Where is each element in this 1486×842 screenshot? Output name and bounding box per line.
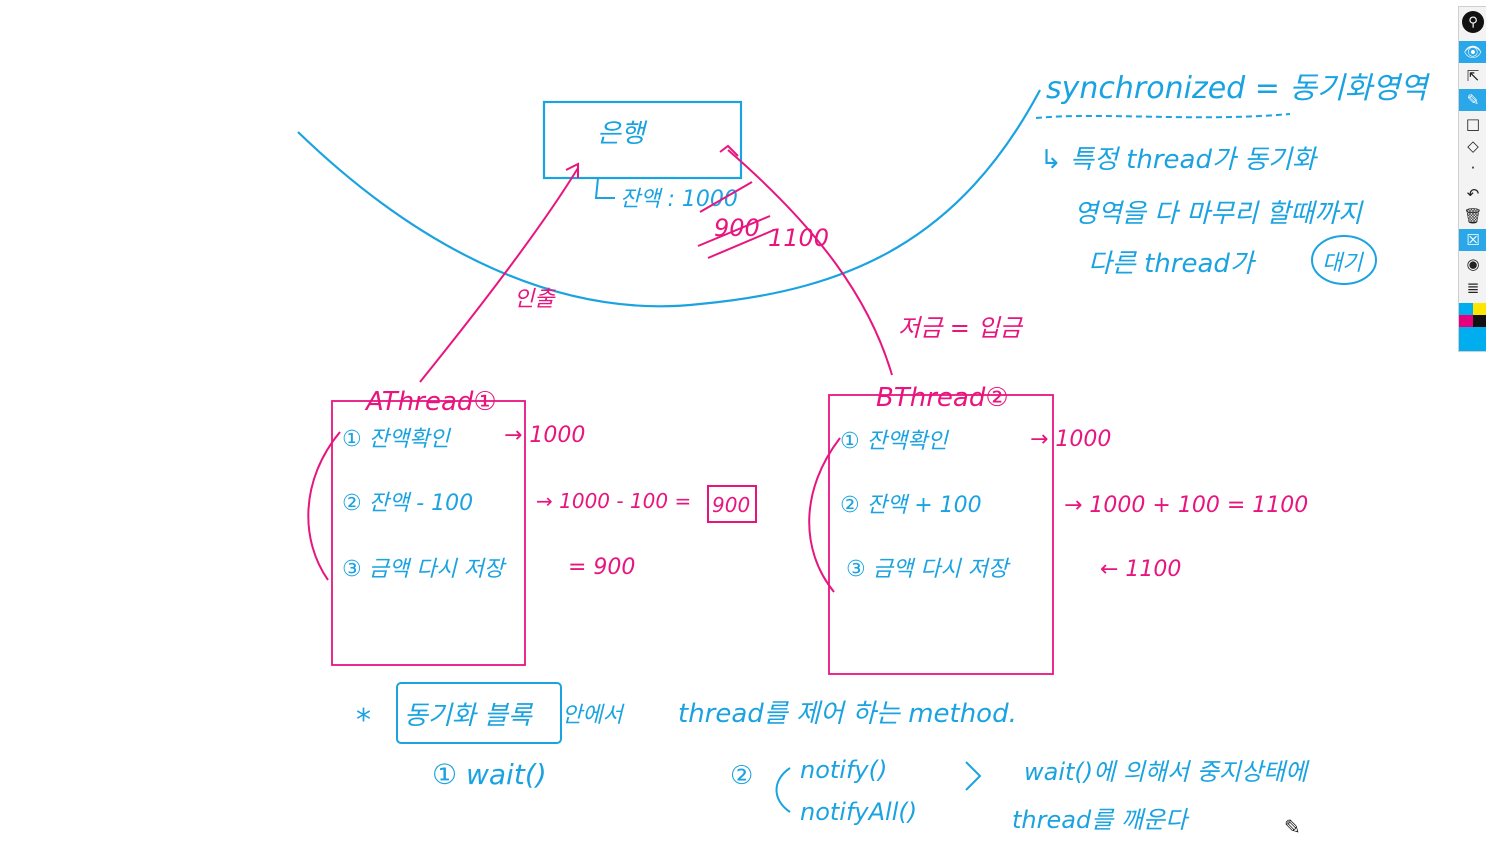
sync-block-label: 동기화 블록 — [404, 701, 534, 731]
color-swatch-pink[interactable] — [1459, 315, 1473, 327]
pen-cursor-icon: ✎ — [1284, 815, 1301, 839]
withdraw-arrow — [419, 167, 579, 383]
thread-a-loop — [307, 431, 341, 581]
thread-b-step-2: ② 잔액 + 100 — [840, 493, 982, 518]
withdraw-strike — [697, 215, 771, 247]
balance-after-deposit: 1100 — [768, 224, 829, 252]
color-swatch-current[interactable] — [1459, 327, 1486, 351]
balance-after-withdraw: 900 — [714, 214, 760, 242]
balance-hook — [594, 177, 615, 199]
notes-icon[interactable]: ≣ — [1466, 279, 1480, 297]
eye-icon[interactable]: 👁 — [1459, 41, 1486, 63]
notify-close-angle — [965, 761, 982, 791]
thread-b-step-3: ③ 금액 다시 저장 — [846, 557, 1011, 582]
bank-label: 은행 — [597, 119, 648, 149]
note-line-3: 다른 thread가 — [1088, 249, 1257, 279]
notify-method: notify() — [800, 756, 887, 784]
thread-a-result-2: → 1000 - 100 = — [536, 489, 691, 513]
thread-b-result-3: ← 1100 — [1100, 557, 1181, 582]
thread-a-box — [331, 400, 526, 666]
trash-icon[interactable]: 🗑 — [1463, 207, 1483, 225]
balance-strike — [699, 181, 753, 213]
deposit-arrowhead — [719, 144, 739, 157]
thread-a-result-1: → 1000 — [504, 423, 585, 448]
note-line-1: ↳ 특정 thread가 동기화 — [1040, 145, 1318, 175]
dot-icon[interactable]: · — [1470, 159, 1476, 177]
notify-description-2: thread를 깨운다 — [1012, 806, 1190, 834]
method-number-2: ② — [730, 761, 753, 791]
deposit-label: 저금 = 입금 — [898, 314, 1024, 342]
thread-a-step-1: ① 잔액확인 — [342, 427, 451, 452]
note-line-2: 영역을 다 마무리 할때까지 — [1074, 199, 1364, 229]
pen-icon[interactable]: ✎ — [1459, 89, 1486, 111]
thread-b-title: BThread② — [876, 383, 1009, 413]
bank-box — [542, 100, 743, 180]
thread-a-title: AThread① — [364, 387, 497, 417]
clear-icon[interactable]: ☒ — [1459, 229, 1486, 251]
thread-a-step-3: ③ 금액 다시 저장 — [342, 557, 507, 582]
eraser-icon[interactable]: ◇ — [1467, 137, 1479, 155]
thread-a-result-3: = 900 — [568, 555, 635, 580]
synchronized-region-arc — [297, 89, 1041, 308]
thread-a-boxed-result: 900 — [712, 493, 750, 517]
notify-description-1: wait()에 의해서 중지상태에 — [1024, 758, 1310, 786]
color-swatch-yellow[interactable] — [1473, 303, 1486, 315]
wait-method: ① wait() — [432, 758, 547, 791]
note-wait-word: 대기 — [1322, 251, 1364, 276]
withdraw-arrowhead — [565, 162, 579, 178]
color-swatch-black[interactable] — [1473, 315, 1486, 327]
drawing-toolbar: ⚲ 👁 ⇱ ✎ □ ◇ · ↶ 🗑 ☒ ◉ ≣ — [1458, 6, 1486, 352]
thread-a-result-box — [707, 485, 757, 523]
thread-b-result-1: → 1000 — [1030, 427, 1111, 452]
bottom-star: * — [356, 703, 371, 738]
synchronized-title: synchronized = 동기화영역 — [1046, 71, 1431, 106]
camera-icon[interactable]: ◉ — [1466, 255, 1480, 273]
thread-b-result-2: → 1000 + 100 = 1100 — [1064, 493, 1308, 518]
logo-icon[interactable]: ⚲ — [1462, 11, 1484, 33]
pointer-icon[interactable]: ⇱ — [1466, 67, 1480, 85]
thread-b-box — [828, 394, 1054, 675]
bank-balance: 잔액 : 1000 — [620, 187, 738, 212]
withdraw-strike-2 — [707, 229, 775, 259]
deposit-arrow — [727, 149, 893, 376]
withdraw-label: 인출 — [514, 287, 556, 312]
thread-a-step-2: ② 잔액 - 100 — [342, 491, 473, 516]
thread-b-step-1: ① 잔액확인 — [840, 429, 949, 454]
synchronized-underline — [1035, 113, 1291, 119]
notify-brace — [775, 767, 791, 813]
notify-all-method: notifyAll() — [800, 798, 917, 826]
thread-b-loop — [808, 437, 841, 593]
rectangle-icon[interactable]: □ — [1465, 115, 1481, 133]
wait-word-circle — [1311, 235, 1377, 285]
sync-block-box — [396, 682, 562, 744]
undo-icon[interactable]: ↶ — [1466, 185, 1480, 203]
bottom-title: thread를 제어 하는 method. — [678, 699, 1017, 729]
after-block-label: 안에서 — [562, 703, 625, 728]
